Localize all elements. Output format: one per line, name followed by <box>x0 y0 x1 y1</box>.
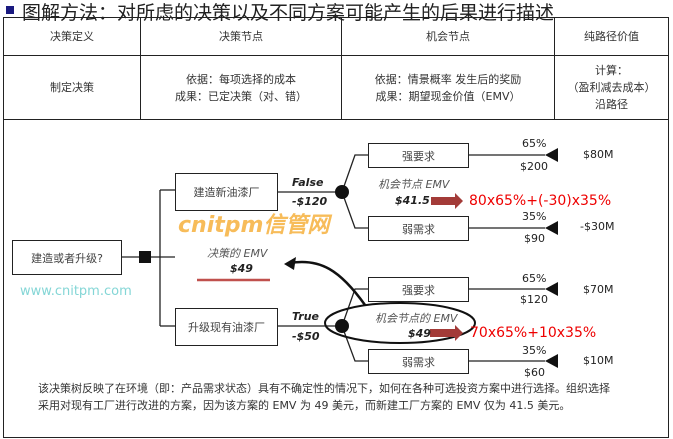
emv-upgrade: $49 <box>408 327 431 340</box>
prob-label: 65% <box>522 137 547 150</box>
cell-text: 成果：已定决策（对、错） <box>175 89 307 103</box>
outcome-weak-2: 弱需求 <box>368 349 469 374</box>
formula-new: 80x65%+(-30)x35% <box>469 193 612 209</box>
net-value: $10M <box>583 354 614 367</box>
outcome-weak-1: 弱需求 <box>368 216 469 241</box>
root-node: 建造或者升级? <box>12 240 122 275</box>
arrow-head-icon <box>284 257 296 270</box>
outcome-strong-2: 强要求 <box>368 277 469 302</box>
cell-decision-node: 依据：每项选择的成本成果：已定决策（对、错） <box>140 55 342 120</box>
decision-node <box>139 251 151 263</box>
watermark-url: www.cnitpm.com <box>20 284 132 299</box>
cell-text: 依据：情景概率 发生后的奖励 <box>374 72 522 86</box>
header-decision-definition: 决策定义 <box>3 17 141 56</box>
net-value: $70M <box>583 283 614 296</box>
cell-text: 制定决策 <box>50 81 94 94</box>
arrow-curve <box>289 260 367 306</box>
header-decision-node: 决策节点 <box>140 17 342 56</box>
header-path-value: 纯路径价值 <box>554 17 669 56</box>
cell-path-value: 计算： （盈利减去成本） 沿路径 <box>554 55 669 120</box>
decision-emv-label: 决策的 EMV <box>207 247 268 260</box>
prob-label: 65% <box>522 272 547 285</box>
payoff-label: $120 <box>520 293 548 306</box>
flag-new: False <box>292 176 324 189</box>
emv-new: $41.5 <box>395 194 430 207</box>
formula-arrow-icon <box>431 193 463 209</box>
outcome-strong-1: 强要求 <box>368 143 469 168</box>
highlight-ellipse <box>324 302 476 344</box>
end-node-icon <box>545 282 558 296</box>
title-bullet <box>6 6 14 14</box>
end-node-icon <box>545 148 558 162</box>
cell-decision-definition: 制定决策 <box>3 55 141 120</box>
chance-label-upgrade: 机会节点的 EMV <box>375 312 458 325</box>
net-value: -$30M <box>580 220 615 233</box>
option-box-upgrade: 升级现有油漆厂 <box>175 308 278 346</box>
decision-emv: $49 <box>230 262 253 275</box>
watermark-brand: cnitpm信管网 <box>178 213 330 238</box>
diagram-frame <box>3 119 669 438</box>
chance-node-new <box>335 185 349 199</box>
end-node-icon <box>545 354 558 368</box>
formula-arrow-icon <box>430 325 463 341</box>
option-box-new-plant: 建造新油漆厂 <box>175 173 278 211</box>
end-node-icon <box>545 221 558 235</box>
net-value: $80M <box>583 148 614 161</box>
explanation-note: 该决策树反映了在环境（即：产品需求状态）具有不确定性的情况下，如何在各种可选投资… <box>38 382 610 412</box>
payoff-label: $200 <box>520 160 548 173</box>
chance-label-new: 机会节点 EMV <box>378 178 450 191</box>
cell-text: 沿路径 <box>595 98 628 111</box>
formula-upgrade: 70x65%+10x35% <box>470 325 597 341</box>
cost-upgrade: -$50 <box>292 330 320 343</box>
payoff-label: $60 <box>524 366 545 379</box>
prob-label: 35% <box>522 210 547 223</box>
payoff-label: $90 <box>524 232 545 245</box>
cost-new: -$120 <box>292 195 328 208</box>
cell-text: 成果：期望现金价值（EMV） <box>375 89 521 103</box>
legend-table: 决策定义 决策节点 机会节点 纯路径价值 制定决策 依据：每项选择的成本成果：已… <box>3 17 669 120</box>
prob-label: 35% <box>522 344 547 357</box>
flag-upgrade: True <box>292 310 320 323</box>
cell-chance-node: 依据：情景概率 发生后的奖励成果：期望现金价值（EMV） <box>341 55 555 120</box>
cell-text: 计算： <box>595 64 628 77</box>
cell-text: （盈利减去成本） <box>567 81 656 94</box>
cell-text: 依据：每项选择的成本 <box>186 72 296 86</box>
chance-node-upgrade <box>335 319 349 333</box>
